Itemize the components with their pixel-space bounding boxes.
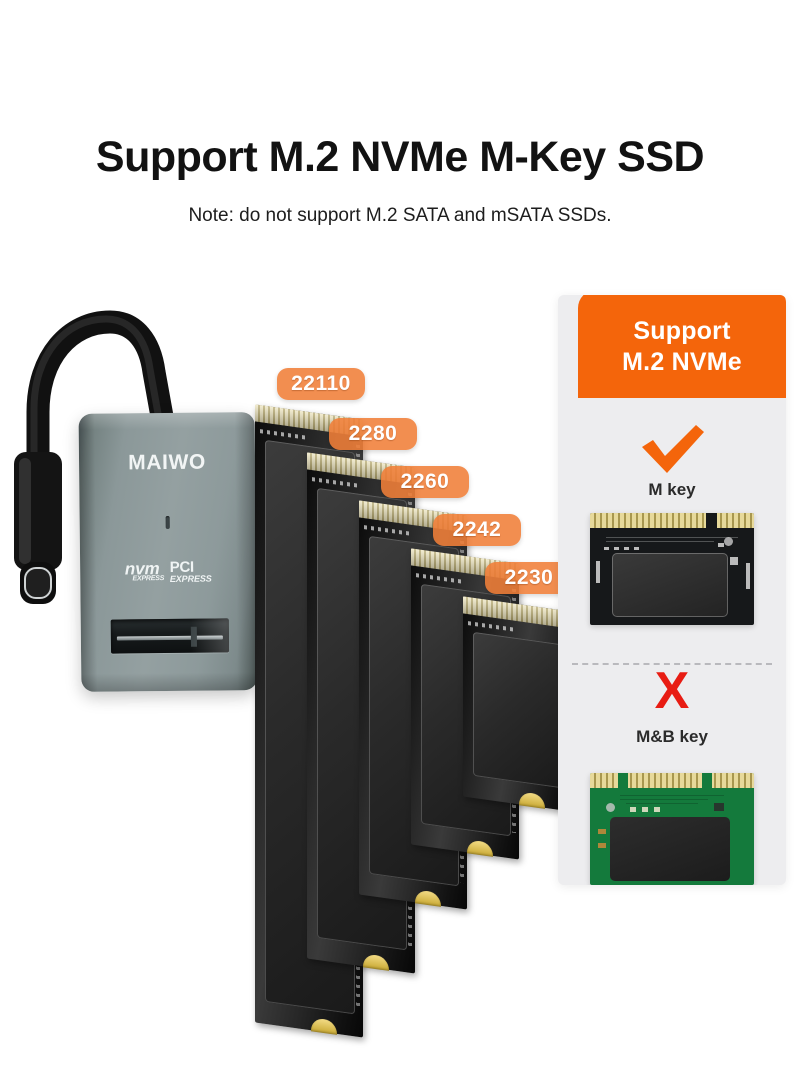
pcb-pad xyxy=(606,803,615,812)
ssd-card-2230 xyxy=(463,596,571,812)
pcie-logo-subtext: EXPRESS xyxy=(169,573,212,584)
pcb-trace xyxy=(606,541,714,542)
adapter-bottom-edge xyxy=(81,672,258,692)
ssd-mount-notch xyxy=(363,953,389,971)
page-subtitle-note: Note: do not support M.2 SATA and mSATA … xyxy=(188,205,612,226)
pci-express-logo: PCI EXPRESS xyxy=(169,559,212,584)
ssd-mount-notch xyxy=(311,1017,337,1035)
size-badge-2280: 2280 xyxy=(329,418,417,450)
ssd-nand-package xyxy=(472,631,564,789)
adapter-top-bevel xyxy=(78,412,255,430)
size-badge-22110: 22110 xyxy=(277,368,365,400)
pcb-trace xyxy=(626,803,698,804)
pcb-component xyxy=(624,547,629,550)
supported-key-label: M key xyxy=(648,480,696,499)
m-key-gold-fingers xyxy=(590,513,754,528)
pcb-pad xyxy=(724,537,733,546)
panel-divider xyxy=(572,663,772,665)
nvme-express-logo: nvm EXPRESS xyxy=(125,560,165,584)
pcb-trace xyxy=(606,537,738,538)
nvme-logo-subtext: EXPRESS xyxy=(132,574,165,583)
size-badge-2260: 2260 xyxy=(381,466,469,498)
usb-c-connector xyxy=(14,452,62,604)
mb-key-notch-m xyxy=(702,773,712,788)
pcb-component xyxy=(598,843,606,848)
ssd-chip-markings xyxy=(468,621,514,632)
mb-key-gold-fingers xyxy=(590,773,754,788)
pcb-component xyxy=(630,807,636,812)
usb-c-cable xyxy=(0,262,200,612)
check-icon xyxy=(636,423,708,475)
m-key-ssd-image xyxy=(590,513,754,625)
led-indicator xyxy=(165,515,170,530)
ssd-size-stack: 22110 2280 2260 2242 2230 xyxy=(245,350,575,1038)
m2-slot-opening xyxy=(110,618,230,654)
pcb-component xyxy=(718,543,724,547)
ssd-mount-notch xyxy=(467,839,493,857)
pcb-component xyxy=(714,803,724,811)
pcb-component xyxy=(642,807,648,812)
mb-key-ssd-image xyxy=(590,773,754,885)
protocol-logos: nvm EXPRESS PCI EXPRESS xyxy=(80,559,256,584)
mb-key-nand-chip xyxy=(610,817,730,881)
pcb-component xyxy=(604,547,609,550)
ssd-mount-notch xyxy=(519,791,545,809)
ssd-chip-markings xyxy=(260,429,306,440)
m-key-notch xyxy=(706,513,717,528)
page-title: Support M.2 NVMe M-Key SSD xyxy=(95,133,705,181)
pcb-component xyxy=(746,563,750,589)
pcb-component xyxy=(654,807,660,812)
pcb-component xyxy=(596,561,600,583)
ssd-chip-markings xyxy=(312,477,358,488)
pcb-component xyxy=(730,557,738,565)
x-icon: X xyxy=(654,662,690,720)
nvme-adapter-device: MAIWO nvm EXPRESS PCI EXPRESS xyxy=(78,412,258,692)
pcb-trace xyxy=(620,799,708,800)
pcb-component xyxy=(634,547,639,550)
m-key-nand-chip xyxy=(612,553,728,617)
size-badge-2242: 2242 xyxy=(433,514,521,546)
pcb-component xyxy=(614,547,619,550)
pcb-trace xyxy=(620,795,724,796)
compatibility-panel: Support M.2 NVMe M key X M&B key xyxy=(558,295,786,885)
ssd-chip-markings xyxy=(416,573,462,584)
ssd-mount-notch xyxy=(415,889,441,907)
ssd-chip-markings xyxy=(364,525,410,536)
slot-gloss xyxy=(190,618,230,653)
maiwo-brand-logo: MAIWO xyxy=(128,450,207,475)
pcb-component xyxy=(598,829,606,834)
unsupported-key-label: M&B key xyxy=(636,727,708,746)
panel-header-banner: Support M.2 NVMe xyxy=(578,295,786,398)
mb-key-notch-b xyxy=(618,773,628,788)
panel-header-line-1: Support xyxy=(633,316,731,345)
panel-header-line-2: M.2 NVMe xyxy=(622,347,742,376)
